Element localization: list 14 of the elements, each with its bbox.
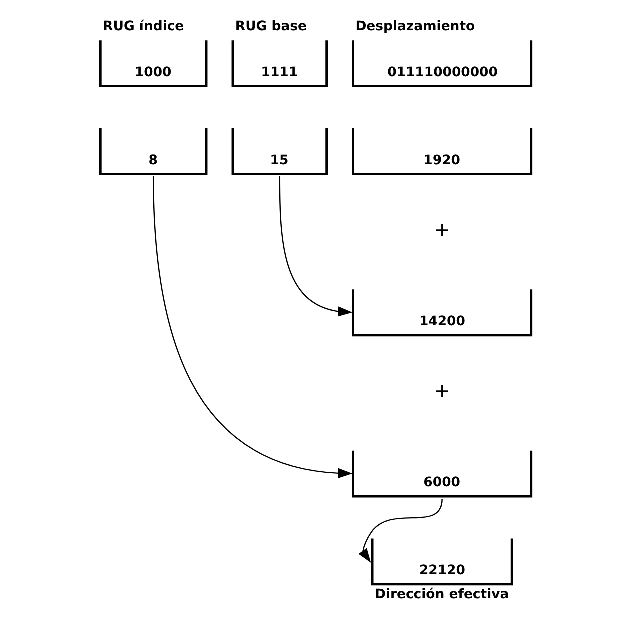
node-text: 14200	[418, 314, 465, 330]
arrow	[358, 498, 442, 564]
node-text: 6000	[423, 476, 460, 491]
node-text: Desplazamiento 011110000000	[355, 20, 498, 80]
node-text: 1920	[423, 153, 460, 168]
arrow	[152, 176, 352, 478]
node-text: 8	[148, 153, 158, 168]
label: +	[434, 218, 450, 242]
node-text: RUG índice 1000	[102, 20, 184, 80]
node-text: RUG base 1111	[234, 20, 306, 80]
node-text: 22120 Dirección efectiva	[374, 564, 509, 603]
node-text: 15	[270, 153, 288, 168]
label: +	[434, 380, 450, 403]
arrow	[278, 176, 352, 317]
